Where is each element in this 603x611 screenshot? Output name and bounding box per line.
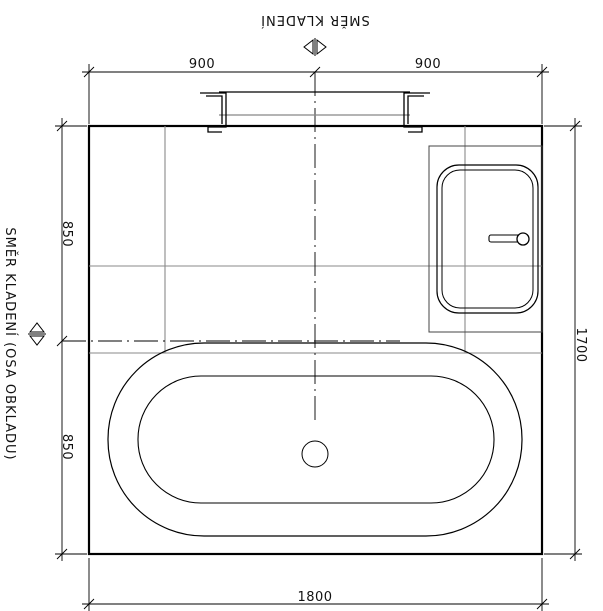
dim-left-upper: 850 (59, 221, 74, 247)
drain (301, 440, 329, 468)
dim-right: 1700 (573, 327, 588, 362)
laying-direction-label-side: SMĚR KLADENÍ (OSA OBKLADU) (2, 227, 18, 460)
door-frame (200, 91, 430, 133)
bathtub (107, 342, 523, 537)
dim-top-right: 900 (415, 57, 441, 72)
washbasin (428, 145, 543, 333)
tile-grid (89, 126, 542, 354)
room-outline (87, 124, 544, 556)
dim-left-lower: 850 (59, 434, 74, 460)
direction-arrow-top (303, 38, 327, 56)
center-axis-lines (62, 72, 400, 420)
dim-top-left: 900 (189, 57, 215, 72)
dim-bottom: 1800 (297, 590, 332, 605)
dimension-lines (55, 64, 582, 611)
direction-arrow-side (28, 322, 46, 346)
laying-direction-label-top: SMĚR KLADENÍ (260, 12, 370, 28)
